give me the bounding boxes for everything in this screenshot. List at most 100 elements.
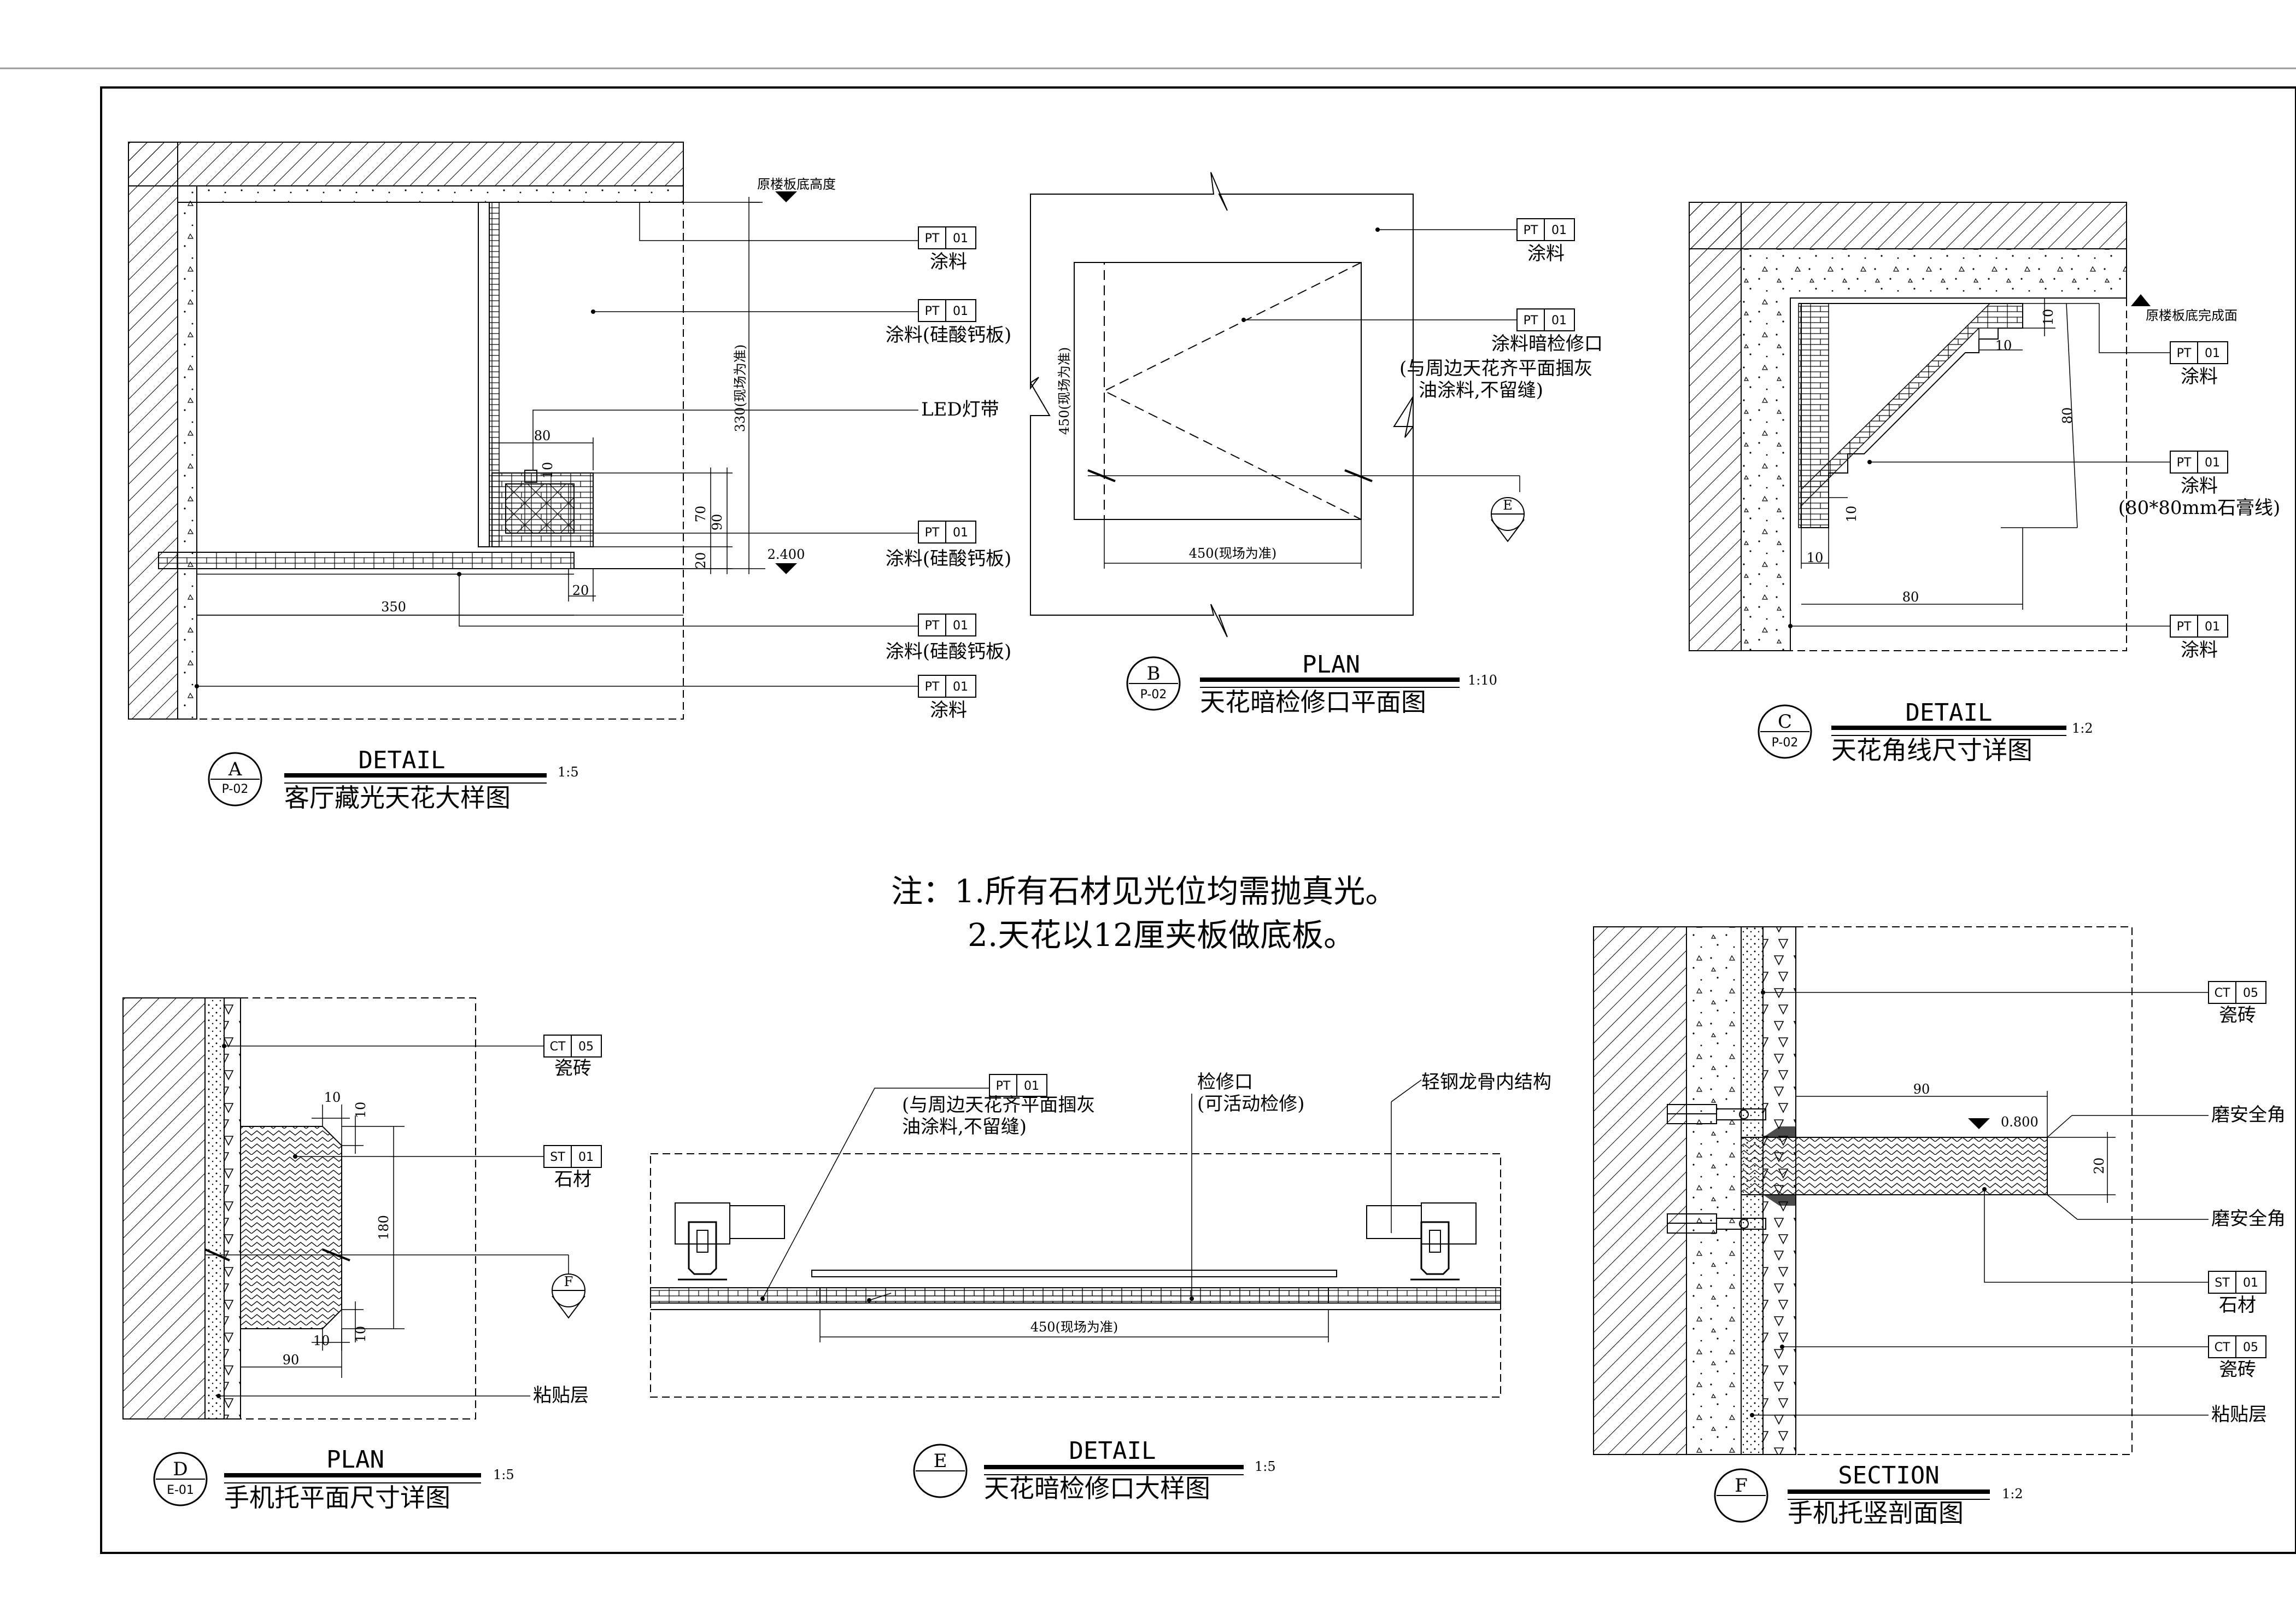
svg-text:DETAIL: DETAIL (1069, 1437, 1156, 1465)
svg-text:(与周边天花齐平面掴灰: (与周边天花齐平面掴灰 (1399, 358, 1592, 379)
svg-text:PT: PT (925, 619, 940, 633)
svg-text:PT: PT (925, 305, 940, 318)
dim-450-vertical: 450(现场为准) (1057, 347, 1072, 435)
svg-text:手机托竖剖面图: 手机托竖剖面图 (1788, 1498, 1964, 1528)
svg-text:PT: PT (2177, 620, 2192, 634)
svg-text:1:2: 1:2 (2072, 721, 2093, 736)
steel-keel-right (1366, 1202, 1477, 1281)
svg-text:B: B (1147, 663, 1161, 685)
svg-text:天花角线尺寸详图: 天花角线尺寸详图 (1831, 735, 2033, 765)
dim-c-80-vertical: 80 (2060, 407, 2075, 424)
level-marker-icon (775, 191, 797, 202)
dim-c-10b: 10 (1995, 338, 2012, 353)
title-b: B P-02 PLAN 天花暗检修口平面图 1:10 (1126, 651, 1497, 717)
svg-text:1:2: 1:2 (2002, 1486, 2023, 1502)
svg-text:PLAN: PLAN (1302, 651, 1360, 679)
svg-text:P-02: P-02 (222, 782, 249, 796)
svg-text:F: F (564, 1274, 573, 1289)
level-0800: 0.800 (2001, 1114, 2039, 1130)
general-notes: 注：1.所有石材见光位均需抛真光。 2.天花以12厘夹板做底板。 (891, 873, 1397, 954)
svg-text:P-02: P-02 (1140, 688, 1167, 702)
dim-20-vertical: 20 (693, 552, 708, 569)
svg-text:ST: ST (2215, 1276, 2230, 1290)
svg-text:油涂料,不留缝): 油涂料,不留缝) (902, 1116, 1027, 1138)
svg-text:PT: PT (1524, 314, 1538, 328)
note-2: 2.天花以12厘夹板做底板。 (968, 916, 1355, 954)
label-access-hatch: 检修口 (1197, 1071, 1253, 1093)
dim-e-450: 450(现场为准) (1030, 1319, 1118, 1335)
svg-text:石材: 石材 (2219, 1294, 2256, 1316)
svg-text:涂料: 涂料 (2181, 366, 2218, 388)
svg-text:01: 01 (2205, 456, 2220, 470)
level-marker-icon (1968, 1118, 1990, 1129)
svg-text:E: E (1503, 498, 1513, 513)
label-safety-edge-2: 磨安全角 (2211, 1208, 2286, 1230)
svg-text:PT: PT (2177, 456, 2192, 470)
svg-text:涂料: 涂料 (2181, 475, 2218, 497)
svg-text:(80*80mm石膏线): (80*80mm石膏线) (2118, 497, 2281, 519)
title-f: F SECTION 手机托竖剖面图 1:2 (1714, 1462, 2023, 1528)
dim-c-80-horizontal: 80 (1902, 589, 1919, 605)
svg-text:涂料(硅酸钙板): 涂料(硅酸钙板) (886, 324, 1012, 346)
svg-text:01: 01 (953, 680, 968, 694)
label-removable: (可活动检修) (1197, 1093, 1305, 1115)
leader-lines (197, 202, 918, 687)
svg-text:05: 05 (578, 1040, 594, 1054)
svg-text:CT: CT (550, 1040, 566, 1054)
dim-330: 330(现场为准) (733, 344, 748, 433)
level-marker-icon (775, 563, 797, 574)
svg-text:PT: PT (996, 1079, 1011, 1093)
section-ref-e-icon: E (1491, 497, 1525, 542)
svg-text:D: D (173, 1458, 188, 1480)
svg-text:01: 01 (953, 526, 968, 540)
svg-text:F: F (1735, 1475, 1748, 1497)
svg-text:P-02: P-02 (1772, 736, 1799, 750)
dim-c-10c: 10 (1844, 506, 1859, 523)
level-2400: 2.400 (768, 547, 805, 562)
title-c: C P-02 DETAIL 天花角线尺寸详图 1:2 (1758, 699, 2093, 765)
level-marker-icon (2131, 294, 2151, 306)
svg-text:瓷砖: 瓷砖 (2219, 1004, 2256, 1026)
dim-80: 80 (534, 428, 551, 443)
svg-text:01: 01 (1551, 314, 1567, 328)
steel-keel-left (675, 1202, 785, 1281)
svg-text:E: E (934, 1450, 947, 1472)
svg-text:PT: PT (2177, 347, 2192, 360)
label-safety-edge-1: 磨安全角 (2211, 1104, 2286, 1126)
dimension-lines (197, 197, 765, 616)
svg-text:PT: PT (925, 232, 940, 246)
sheet-frame (0, 67, 2296, 1554)
svg-text:石材: 石材 (554, 1169, 591, 1190)
svg-text:05: 05 (2243, 1341, 2258, 1354)
svg-text:涂料: 涂料 (2181, 639, 2218, 661)
section-ref-f-icon: F (552, 1255, 585, 1319)
label-led-strip: LED灯带 (921, 399, 999, 420)
svg-text:DETAIL: DETAIL (1906, 699, 1993, 727)
svg-text:A: A (228, 758, 242, 780)
label-steel-keel: 轻钢龙骨内结构 (1421, 1071, 1551, 1093)
svg-text:SECTION: SECTION (1838, 1462, 1939, 1489)
svg-text:01: 01 (2205, 620, 2220, 634)
svg-text:01: 01 (1024, 1079, 1039, 1093)
svg-text:天花暗检修口平面图: 天花暗检修口平面图 (1200, 687, 1426, 717)
svg-text:01: 01 (953, 305, 968, 318)
dim-d-10b: 10 (353, 1102, 368, 1119)
svg-text:天花暗检修口大样图: 天花暗检修口大样图 (984, 1474, 1210, 1503)
finish-note: 原楼板底完成面 (2146, 308, 2238, 323)
dim-c-10a: 10 (2041, 309, 2056, 326)
dim-90: 90 (710, 514, 725, 531)
svg-text:PT: PT (1524, 224, 1538, 237)
title-e: E DETAIL 天花暗检修口大样图 1:5 (913, 1437, 1276, 1503)
